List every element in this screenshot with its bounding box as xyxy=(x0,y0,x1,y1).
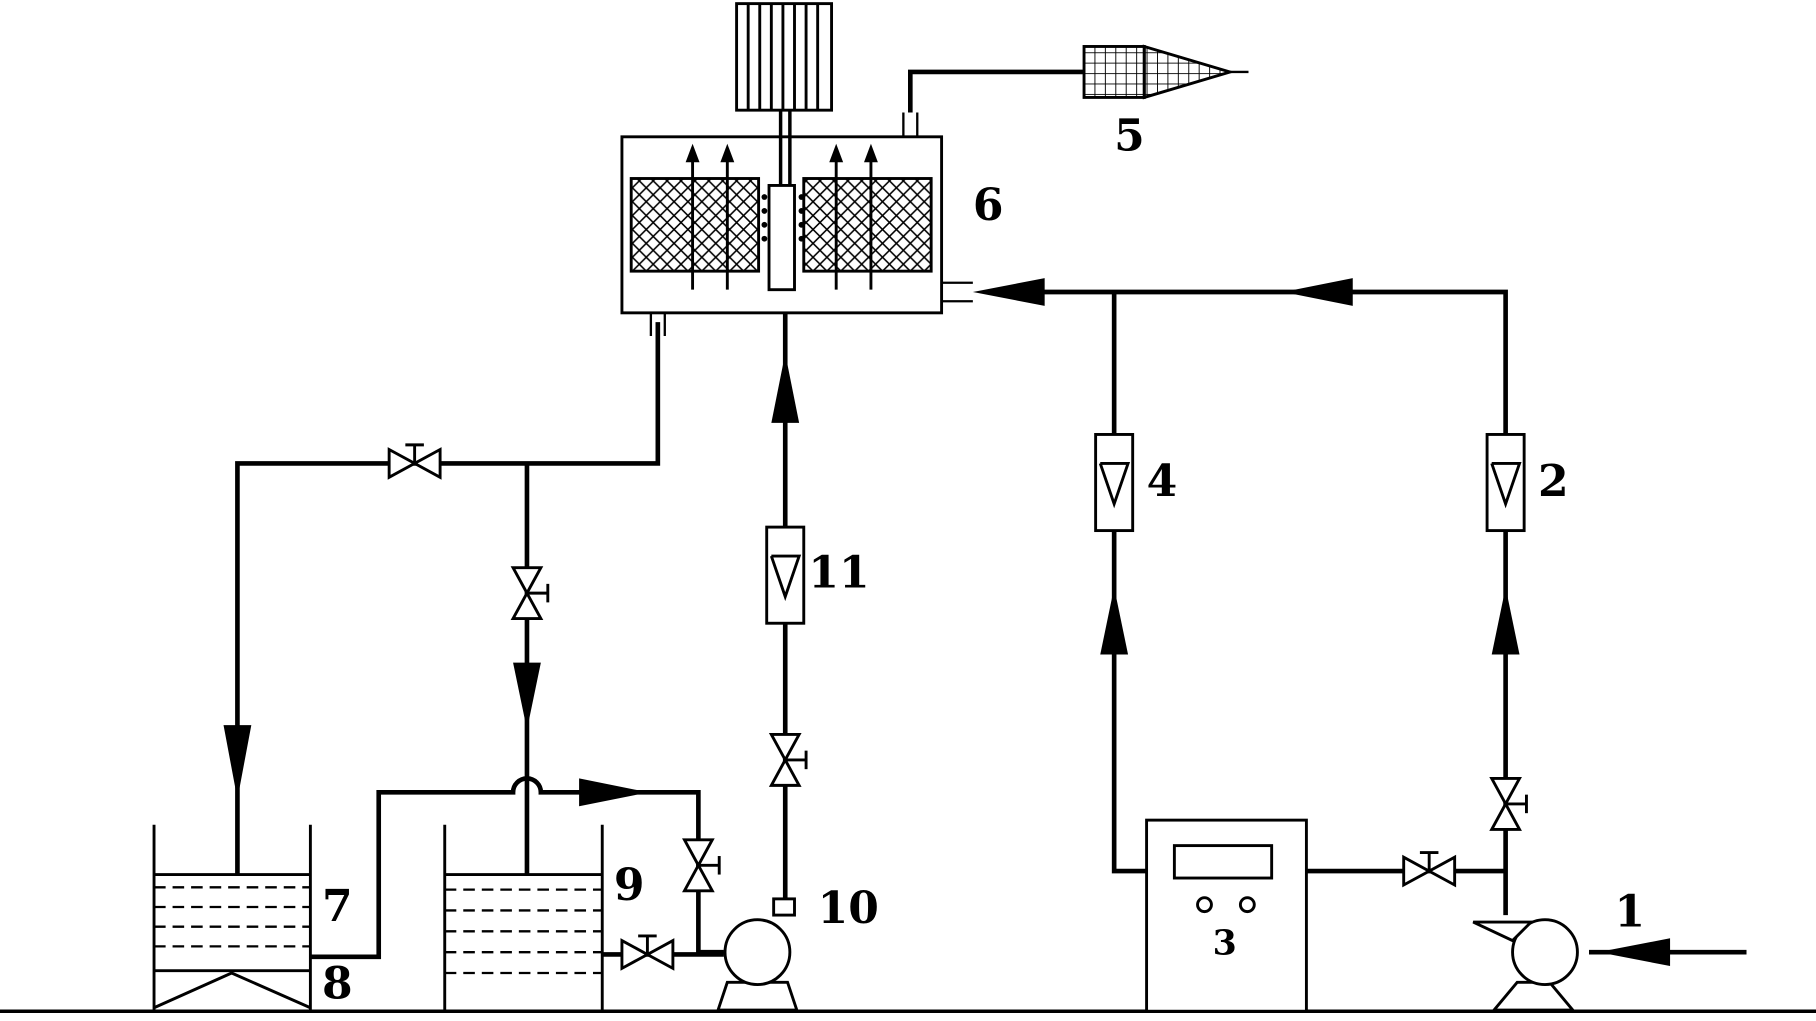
label-7: 7 xyxy=(322,881,353,932)
label-3: 3 xyxy=(1213,922,1237,963)
flowmeter-2 xyxy=(1485,433,1526,533)
tank-9 xyxy=(443,824,604,1012)
valve-overflow xyxy=(682,838,721,893)
label-8: 8 xyxy=(322,958,353,1009)
controller-knob-right xyxy=(1238,896,1256,914)
arrow-right-overflow xyxy=(579,778,649,807)
valve-branch-tank9 xyxy=(510,566,550,621)
controller-display xyxy=(1172,844,1274,880)
label-10: 10 xyxy=(818,883,879,934)
arrow-up-meter11 xyxy=(771,353,800,423)
reactor-6 xyxy=(620,110,973,337)
pipe-controller-left xyxy=(1111,530,1147,874)
pump-10 xyxy=(716,897,799,1012)
arrow-down-tank9 xyxy=(513,662,541,730)
pipe-overflow xyxy=(310,776,724,960)
packing-left xyxy=(629,177,761,273)
valve-top-left xyxy=(387,443,442,480)
pipe-meter2-top xyxy=(1030,289,1508,435)
exhaust-filter-5 xyxy=(1082,44,1249,100)
pipe-reactor-outlet xyxy=(235,322,661,875)
arrow-down-tank7 xyxy=(223,725,252,800)
distribution-dots xyxy=(761,194,805,242)
arrow-up-meter2 xyxy=(1491,587,1520,655)
label-6: 6 xyxy=(973,180,1004,231)
label-4: 4 xyxy=(1147,456,1178,507)
arrow-left-2 xyxy=(972,278,1045,306)
label-1: 1 xyxy=(1614,887,1645,938)
valve-controller-line xyxy=(1402,851,1457,888)
valve-pump10-riser xyxy=(768,732,808,787)
valves xyxy=(387,443,1528,971)
packing-right xyxy=(802,177,933,273)
label-11: 11 xyxy=(808,547,869,598)
arrow-inlet xyxy=(1598,938,1671,967)
pipe-exhaust xyxy=(908,69,1085,113)
flowmeter-11 xyxy=(765,525,806,625)
tank-8-cone xyxy=(153,971,311,1010)
label-5: 5 xyxy=(1114,111,1145,162)
tanks xyxy=(152,824,604,1012)
valve-tank9-outlet xyxy=(620,934,675,971)
valve-pump1-riser xyxy=(1489,776,1528,831)
arrow-up-meter4 xyxy=(1100,587,1129,655)
flowmeter-4 xyxy=(1094,433,1135,533)
center-tube xyxy=(767,184,796,292)
controller-3 xyxy=(1145,818,1308,1013)
labels: 1 2 3 4 5 6 7 8 9 10 11 xyxy=(322,111,1645,1010)
flow-arrows xyxy=(223,278,1671,967)
pumps xyxy=(716,897,1579,1012)
stirrer-motor xyxy=(735,2,834,112)
label-2: 2 xyxy=(1538,456,1569,507)
arrow-left-1 xyxy=(1283,278,1353,306)
label-9: 9 xyxy=(614,860,645,911)
flowmeters xyxy=(765,433,1526,625)
controller-knob-left xyxy=(1196,896,1213,914)
pump-1 xyxy=(1472,918,1579,1012)
tank-7 xyxy=(152,824,312,1012)
